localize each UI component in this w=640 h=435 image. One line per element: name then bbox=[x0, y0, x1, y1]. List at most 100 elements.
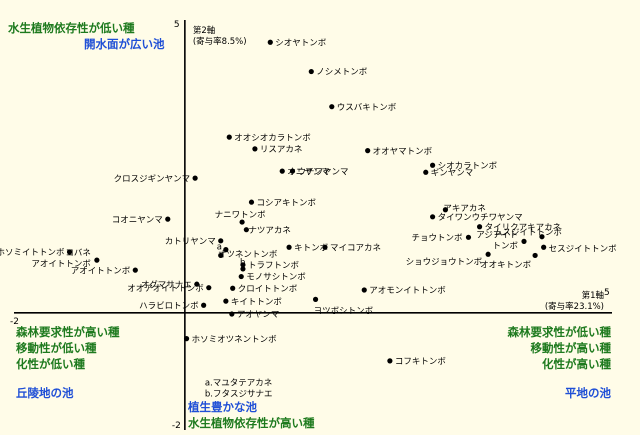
data-point bbox=[476, 224, 483, 230]
point-label: タイリクアキアカネ bbox=[485, 223, 562, 233]
data-point bbox=[223, 247, 229, 253]
quadrant-label-left-4: 丘陵地の池 bbox=[16, 386, 74, 400]
point-label: アキアカネ bbox=[443, 204, 486, 214]
point-label: ウチワヤンマ bbox=[297, 167, 348, 177]
point-label: カトリヤンマ bbox=[165, 237, 216, 247]
point-label: ギンヤンマ bbox=[431, 168, 474, 178]
data-point bbox=[252, 146, 258, 152]
point-label: ウスバキトンボ bbox=[337, 103, 397, 113]
data-point bbox=[132, 267, 138, 273]
quadrant-label-top-left-2: 開水面が広い池 bbox=[84, 37, 165, 51]
point-label: アジアイトトンボ bbox=[476, 231, 518, 252]
quadrant-label-left-3: 化性が低い種 bbox=[16, 357, 85, 371]
data-point bbox=[365, 148, 371, 154]
data-point bbox=[485, 251, 491, 257]
point-label: オグマサナエ bbox=[141, 279, 192, 290]
point-label: オニヤンマ bbox=[287, 167, 330, 177]
data-point bbox=[218, 252, 224, 259]
data-point bbox=[312, 296, 319, 302]
data-point bbox=[230, 285, 236, 291]
data-point bbox=[239, 219, 245, 225]
point-label: b bbox=[240, 258, 245, 268]
point-label: オツネントンボ bbox=[218, 250, 278, 260]
data-point bbox=[361, 287, 367, 293]
point-label: a bbox=[217, 243, 222, 253]
point-label: キトンボ bbox=[294, 243, 329, 253]
data-point bbox=[322, 244, 328, 250]
quadrant-label-bottom-2: 水生植物依存性が高い種 bbox=[188, 416, 315, 430]
data-point bbox=[183, 336, 190, 342]
point-label: シオヤトンボ bbox=[275, 38, 327, 48]
point-label: アオイトトンボ bbox=[71, 266, 131, 276]
point-label: ホソミイトトンボ bbox=[0, 248, 65, 258]
quadrant-label-right-3: 化性が高い種 bbox=[542, 357, 611, 371]
data-point bbox=[94, 257, 100, 263]
data-point bbox=[539, 234, 545, 240]
point-label: ハラビロトンボ bbox=[139, 301, 199, 311]
data-point bbox=[229, 311, 235, 317]
axis-2-title: 第2軸 bbox=[193, 25, 215, 36]
point-label: アオモンイトトンボ bbox=[369, 286, 446, 296]
data-point bbox=[465, 234, 472, 240]
data-point bbox=[430, 214, 436, 220]
axis-1-title: 第1軸 bbox=[582, 290, 604, 301]
data-point bbox=[279, 168, 285, 174]
point-label: シオカラトンボ bbox=[438, 161, 498, 171]
point-label: ナニワトンボ bbox=[215, 210, 267, 220]
data-point bbox=[248, 199, 255, 205]
data-point bbox=[329, 104, 335, 110]
point-label: クロスジギンヤンマ bbox=[114, 174, 191, 184]
data-point bbox=[165, 216, 171, 222]
data-point bbox=[541, 244, 547, 250]
data-point bbox=[243, 227, 249, 233]
quadrant-label-bottom-1: 植生豊かな池 bbox=[188, 400, 257, 414]
data-point bbox=[240, 266, 246, 272]
point-label: オオヤマトンボ bbox=[373, 147, 433, 157]
axis-1-max-label: 5 bbox=[604, 288, 610, 298]
point-label: チョウトンボ bbox=[411, 234, 463, 244]
point-label: コシアキトンボ bbox=[256, 198, 316, 208]
footnote: a.マユタテアカネ bbox=[205, 378, 272, 388]
quadrant-label-left-1: 森林要求性が高い種 bbox=[16, 325, 120, 339]
data-point bbox=[423, 169, 429, 175]
point-label: ショウジョウトンボ bbox=[406, 257, 483, 267]
data-point bbox=[442, 207, 449, 213]
data-point bbox=[192, 175, 198, 181]
point-label: オオアオイトトンボ bbox=[127, 284, 204, 294]
point-label: ムスジイトトンボ bbox=[494, 228, 563, 238]
quadrant-label-right-4: 平地の池 bbox=[565, 386, 611, 400]
point-label: モノサシトンボ bbox=[246, 273, 306, 283]
data-point bbox=[206, 285, 212, 291]
axis-2-max-label: 5 bbox=[174, 20, 180, 30]
data-point bbox=[194, 281, 200, 287]
data-point bbox=[308, 68, 314, 75]
data-point bbox=[238, 273, 244, 280]
point-label: ナツアカネ bbox=[248, 226, 291, 236]
axis-2-min-label: -2 bbox=[172, 421, 181, 431]
point-label: コバネアオイトトンボ bbox=[31, 248, 91, 269]
point-label: ヨツボシトンボ bbox=[314, 307, 374, 317]
data-point bbox=[387, 358, 393, 364]
species-points: シオヤトンボノシメトンボウスバキトンボオオシオカラトンボリスアカネオオヤマトンボ… bbox=[0, 38, 617, 367]
footnote: b.フタスジサナエ bbox=[205, 389, 273, 399]
point-label: ホソミオツネントンボ bbox=[192, 335, 278, 345]
axis-2-contribution: (寄与率8.5%) bbox=[193, 36, 247, 47]
point-label: マイコアカネ bbox=[330, 243, 381, 253]
axis-1-contribution: (寄与率23.1%) bbox=[545, 301, 604, 312]
point-label: アオヤンマ bbox=[237, 310, 280, 320]
quadrant-label-top-left-1: 水生植物依存性が低い種 bbox=[8, 21, 135, 35]
quadrant-label-right-2: 移動性が高い種 bbox=[530, 341, 612, 355]
point-label: コフキトンボ bbox=[395, 357, 447, 367]
data-point bbox=[286, 244, 292, 250]
quadrant-label-left-2: 移動性が低い種 bbox=[16, 341, 97, 355]
data-point bbox=[430, 162, 436, 168]
quadrant-label-right-1: 森林要求性が低い種 bbox=[507, 325, 612, 339]
data-point bbox=[218, 238, 224, 244]
data-point bbox=[201, 302, 207, 308]
data-point bbox=[226, 134, 232, 140]
point-label: クロイトトンボ bbox=[238, 284, 298, 294]
point-label: セスジイトトンボ bbox=[549, 244, 618, 254]
data-point bbox=[532, 252, 538, 259]
